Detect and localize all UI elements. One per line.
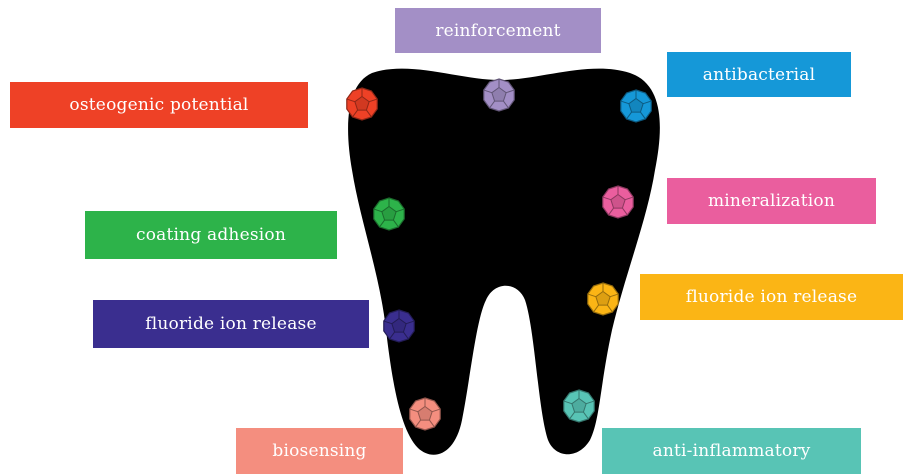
label-mineralization: mineralization (667, 178, 876, 224)
label-fluoride-ion-release-left: fluoride ion release (93, 300, 369, 348)
label-osteogenic-potential: osteogenic potential (10, 82, 308, 128)
particle-fluoride-right-dodecahedron-icon (588, 283, 618, 315)
particle-osteogenic-dodecahedron-icon (347, 88, 377, 120)
particle-mineralization-dodecahedron-icon (603, 186, 633, 218)
particle-coating-dodecahedron-icon (374, 198, 404, 230)
label-fluoride-ion-release-right: fluoride ion release (640, 274, 903, 320)
particle-fluoride-left-dodecahedron-icon (384, 310, 414, 342)
label-anti-inflammatory: anti-inflammatory (602, 428, 861, 474)
particle-reinforcement-dodecahedron-icon (484, 79, 514, 111)
particle-antibacterial-dodecahedron-icon (621, 90, 651, 122)
particle-biosensing-dodecahedron-icon (410, 398, 440, 430)
label-reinforcement: reinforcement (395, 8, 601, 53)
label-antibacterial: antibacterial (667, 52, 851, 97)
tooth-icon (348, 69, 660, 455)
particle-anti-inflammatory-dodecahedron-icon (564, 390, 594, 422)
label-coating-adhesion: coating adhesion (85, 211, 337, 259)
label-biosensing: biosensing (236, 428, 403, 474)
